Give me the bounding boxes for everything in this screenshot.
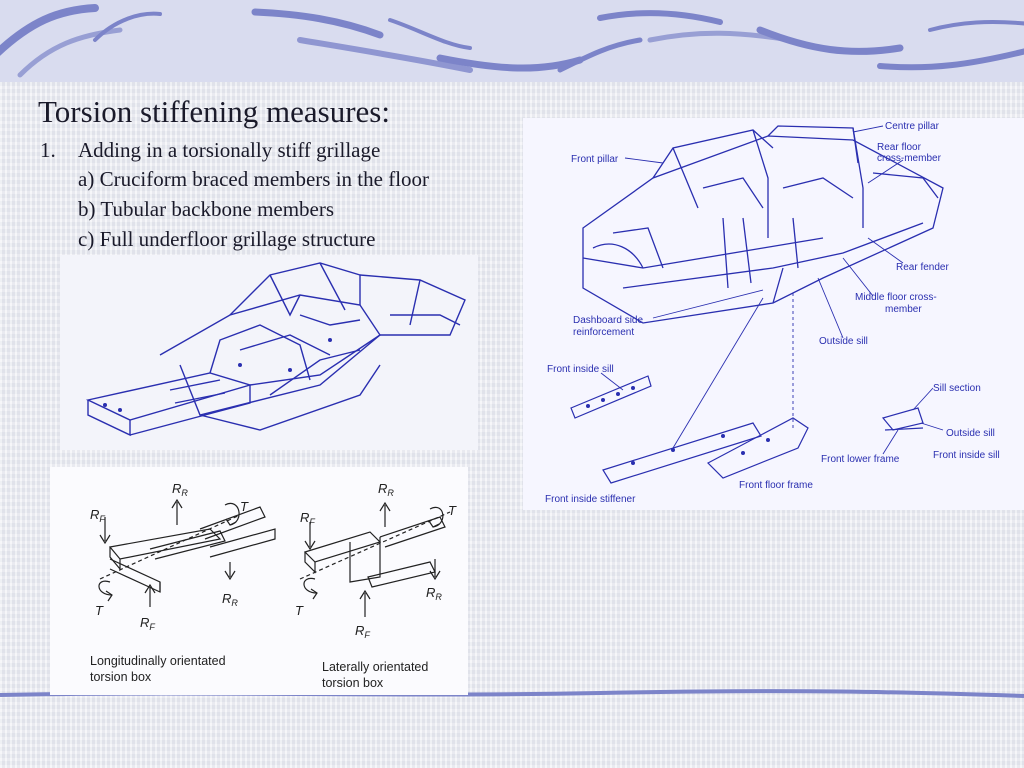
decorative-header-band xyxy=(0,0,1024,82)
label-outside-sill: Outside sill xyxy=(819,336,868,347)
label-dashboard-2: reinforcement xyxy=(573,327,634,338)
left-caption-line-1: Longitudinally orientated xyxy=(90,654,226,668)
label-rear-floor-2: cross-member xyxy=(877,153,942,164)
label-outside-sill-2: Outside sill xyxy=(946,428,995,439)
label-centre-pillar: Centre pillar xyxy=(885,121,940,132)
right-caption-line-2: torsion box xyxy=(322,676,384,690)
label-sill-section: Sill section xyxy=(933,383,981,394)
body-structure-diagram: Front pillar Centre pillar Rear floor cr… xyxy=(523,118,1024,510)
rr-label-right-top: RR xyxy=(378,481,394,498)
t-label-right-top: T xyxy=(448,503,457,518)
slide-title: Torsion stiffening measures: xyxy=(38,94,390,129)
label-front-floor-frame: Front floor frame xyxy=(739,480,813,491)
rf-label-left-bottom: RF xyxy=(140,615,155,632)
t-label-right-bottom: T xyxy=(295,603,304,618)
label-front-inside-stiffener: Front inside stiffener xyxy=(545,494,636,505)
rr-label-left-right: RR xyxy=(222,591,238,608)
car-frame-drawing xyxy=(85,262,466,437)
car-body-frame-image xyxy=(60,255,478,450)
rr-label-right-right: RR xyxy=(426,585,442,602)
rf-label-right-bottom: RF xyxy=(355,623,370,640)
sub-point-b: b) Tubular backbone members xyxy=(78,197,335,221)
left-caption-line-2: torsion box xyxy=(90,670,152,684)
front-inside-stiffener-part xyxy=(602,422,762,484)
body-structure-svg: Front pillar Centre pillar Rear floor cr… xyxy=(545,121,1000,505)
main-point: Adding in a torsionally stiff grillage xyxy=(78,138,381,162)
front-inside-sill-part xyxy=(570,375,652,419)
label-front-pillar: Front pillar xyxy=(571,154,619,165)
label-middle-floor-2: member xyxy=(885,304,922,315)
label-rear-floor-1: Rear floor xyxy=(877,142,922,153)
t-label-left-top: T xyxy=(240,499,249,514)
rr-label-left-top: RR xyxy=(172,481,188,498)
label-front-inside-sill: Front inside sill xyxy=(547,364,614,375)
list-number: 1. xyxy=(40,138,56,162)
torsion-box-diagrams: RF RR T T RF RR RF RR T T RR RF Longitud… xyxy=(50,467,468,695)
rf-label-left: RF xyxy=(90,507,105,524)
right-caption-line-1: Laterally orientated xyxy=(322,660,428,674)
label-dashboard-1: Dashboard side xyxy=(573,315,643,326)
sub-point-c: c) Full underfloor grillage structure xyxy=(78,227,376,251)
label-front-lower-frame: Front lower frame xyxy=(821,454,900,465)
t-label-left-bottom: T xyxy=(95,603,104,618)
front-floor-frame-part xyxy=(707,417,809,479)
rf-label-right: RF xyxy=(300,510,315,527)
label-rear-fender: Rear fender xyxy=(896,262,949,273)
left-front-beam xyxy=(108,528,222,560)
label-front-inside-sill-2: Front inside sill xyxy=(933,450,1000,461)
label-middle-floor-1: Middle floor cross- xyxy=(855,292,937,303)
torsion-box-svg: RF RR T T RF RR RF RR T T RR RF Longitud… xyxy=(90,481,457,690)
sub-point-a: a) Cruciform braced members in the floor xyxy=(78,167,430,191)
sill-section-part xyxy=(881,407,924,431)
